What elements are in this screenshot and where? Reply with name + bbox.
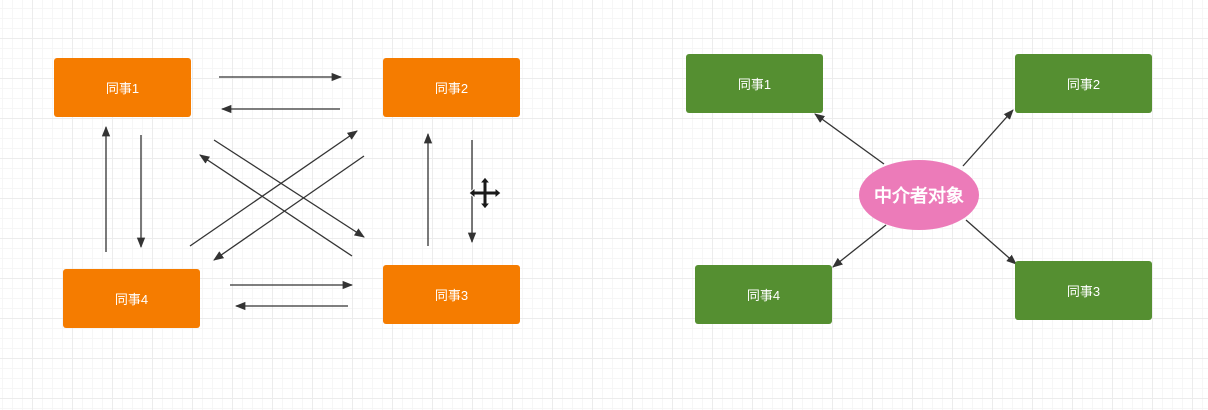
arrow-c1-to-c3[interactable] <box>213 139 365 238</box>
mediator-node[interactable]: 中介者对象 <box>859 160 979 230</box>
arrow-c2-to-c4[interactable] <box>213 155 365 261</box>
left-colleague-1-label: 同事1 <box>105 81 140 96</box>
left-colleague-1[interactable]: 同事1 <box>54 58 191 117</box>
left-colleague-3[interactable]: 同事3 <box>383 265 520 324</box>
right-colleague-2-label: 同事2 <box>1066 77 1101 92</box>
move-cursor-icon <box>468 176 502 210</box>
right-colleague-3[interactable]: 同事3 <box>1015 261 1152 320</box>
right-colleague-4[interactable]: 同事4 <box>695 265 832 324</box>
right-colleague-4-label: 同事4 <box>746 288 781 303</box>
right-colleague-2[interactable]: 同事2 <box>1015 54 1152 113</box>
mediator-label: 中介者对象 <box>874 186 964 206</box>
left-colleague-4[interactable]: 同事4 <box>63 269 200 328</box>
left-colleague-3-label: 同事3 <box>434 288 469 303</box>
arrow-c3-to-c1[interactable] <box>199 154 353 257</box>
arrow-mediator-to-c2[interactable] <box>962 109 1014 167</box>
left-colleague-2-label: 同事2 <box>434 81 469 96</box>
left-colleague-4-label: 同事4 <box>114 292 149 307</box>
right-colleague-3-label: 同事3 <box>1066 284 1101 299</box>
arrow-c4-to-c2[interactable] <box>189 130 358 247</box>
arrow-mediator-to-c3[interactable] <box>965 219 1017 265</box>
arrow-mediator-to-c4[interactable] <box>832 224 887 268</box>
right-colleague-1[interactable]: 同事1 <box>686 54 823 113</box>
arrow-mediator-to-c1[interactable] <box>814 113 885 165</box>
right-colleague-1-label: 同事1 <box>737 77 772 92</box>
left-colleague-2[interactable]: 同事2 <box>383 58 520 117</box>
